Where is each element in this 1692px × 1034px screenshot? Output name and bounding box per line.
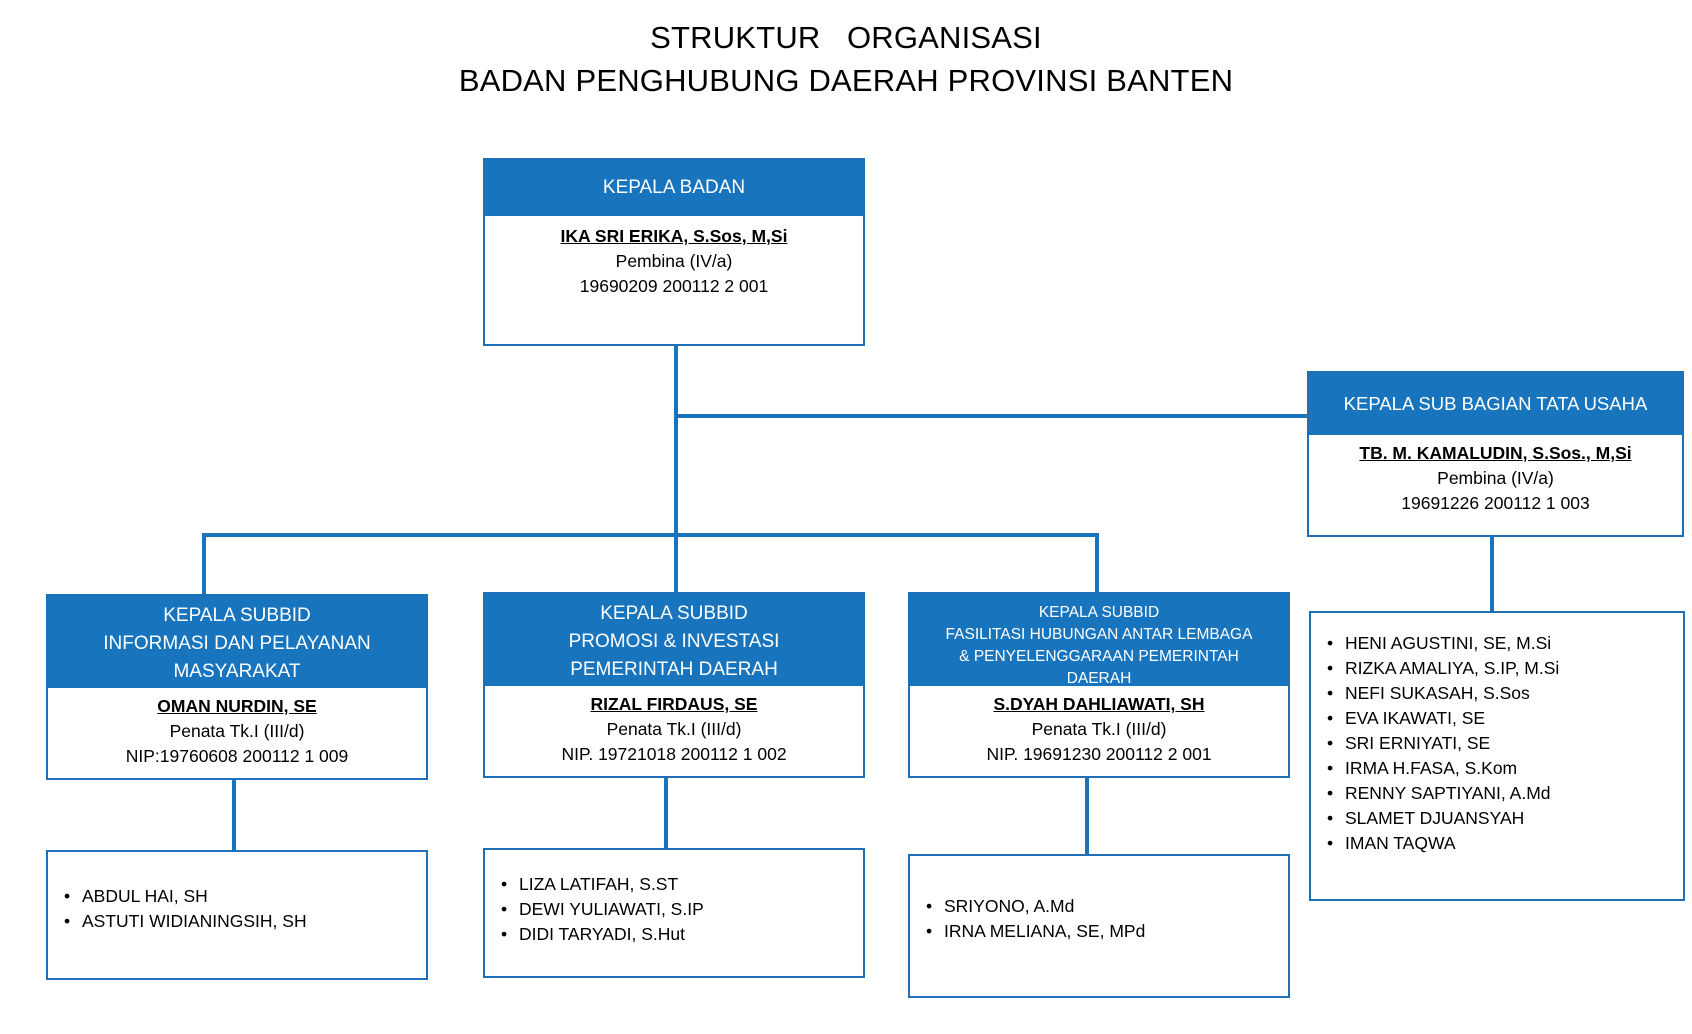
connector-drop-subbid-promosi (674, 533, 678, 597)
staff-box-fasilitasi[interactable]: SRIYONO, A.MdIRNA MELIANA, SE, MPd (908, 854, 1290, 998)
node-kepala-badan-nip: 19690209 200112 2 001 (579, 276, 769, 296)
staff-list-item: RIZKA AMALIYA, S.IP, M.Si (1311, 656, 1683, 681)
staff-list-item: IRNA MELIANA, SE, MPd (910, 919, 1288, 944)
staff-list-item: RENNY SAPTIYANI, A.Md (1311, 781, 1683, 806)
node-tata-usaha-rank: Pembina (IV/a) (1437, 468, 1554, 488)
connector-promosi-to-staff (664, 778, 668, 850)
node-subbid-promosi-investasi[interactable]: KEPALA SUBBID PROMOSI & INVESTASI PEMERI… (483, 592, 865, 778)
staff-list-item: ABDUL HAI, SH (48, 884, 426, 909)
staff-box-promosi[interactable]: LIZA LATIFAH, S.STDEWI YULIAWATI, S.IPDI… (483, 848, 865, 978)
node-tata-usaha-body: TB. M. KAMALUDIN, S.Sos., M,Si Pembina (… (1309, 435, 1682, 526)
node-tata-usaha-nip: 19691226 200112 1 003 (1401, 493, 1590, 513)
node-subbid-fasilitasi-rank: Penata Tk.I (III/d) (1031, 719, 1167, 739)
node-tata-usaha-name: TB. M. KAMALUDIN, S.Sos., M,Si (1359, 443, 1632, 463)
node-subbid-informasi-name: OMAN NURDIN, SE (157, 696, 317, 716)
node-kepala-badan-body: IKA SRI ERIKA, S.Sos, M,Si Pembina (IV/a… (485, 216, 863, 309)
staff-list-item: DIDI TARYADI, S.Hut (485, 922, 863, 947)
staff-list-tata-usaha: HENI AGUSTINI, SE, M.SiRIZKA AMALIYA, S.… (1311, 631, 1683, 856)
node-subbid-informasi-nip: NIP:19760608 200112 1 009 (125, 746, 349, 766)
node-subbid-fasilitasi-hubungan[interactable]: KEPALA SUBBID FASILITASI HUBUNGAN ANTAR … (908, 592, 1290, 778)
node-subbid-promosi-nip: NIP. 19721018 200112 1 002 (561, 744, 787, 764)
node-tata-usaha-header: KEPALA SUB BAGIAN TATA USAHA (1309, 373, 1682, 435)
chart-title: STRUKTUR ORGANISASI BADAN PENGHUBUNG DAE… (0, 16, 1692, 102)
staff-list-item: LIZA LATIFAH, S.ST (485, 872, 863, 897)
staff-box-tata-usaha[interactable]: HENI AGUSTINI, SE, M.SiRIZKA AMALIYA, S.… (1309, 611, 1685, 901)
connector-kepala-badan-to-subbid-bus (674, 414, 678, 537)
staff-list-informasi: ABDUL HAI, SHASTUTI WIDIANINGSIH, SH (48, 884, 426, 934)
staff-list-promosi: LIZA LATIFAH, S.STDEWI YULIAWATI, S.IPDI… (485, 872, 863, 947)
staff-list-item: IRMA H.FASA, S.Kom (1311, 756, 1683, 781)
title-line-1: STRUKTUR ORGANISASI (650, 20, 1042, 55)
connector-kepala-badan-down (674, 345, 678, 417)
node-kepala-badan[interactable]: KEPALA BADAN IKA SRI ERIKA, S.Sos, M,Si … (483, 158, 865, 346)
staff-list-item: IMAN TAQWA (1311, 831, 1683, 856)
node-subbid-informasi-header: KEPALA SUBBID INFORMASI DAN PELAYANAN MA… (48, 596, 426, 688)
connector-fasilitasi-to-staff (1085, 778, 1089, 856)
node-kepala-badan-header: KEPALA BADAN (485, 160, 863, 216)
node-subbid-fasilitasi-body: S.DYAH DAHLIAWATI, SH Penata Tk.I (III/d… (910, 686, 1288, 777)
node-subbid-fasilitasi-header: KEPALA SUBBID FASILITASI HUBUNGAN ANTAR … (910, 594, 1288, 687)
staff-list-item: DEWI YULIAWATI, S.IP (485, 897, 863, 922)
connector-subbid-bus (202, 533, 1098, 537)
connector-drop-subbid-informasi (202, 533, 206, 597)
connector-informasi-to-staff (232, 780, 236, 852)
staff-list-item: ASTUTI WIDIANINGSIH, SH (48, 909, 426, 934)
staff-list-item: EVA IKAWATI, SE (1311, 706, 1683, 731)
node-subbid-promosi-rank: Penata Tk.I (III/d) (606, 719, 742, 739)
node-subbid-fasilitasi-nip: NIP. 19691230 200112 2 001 (986, 744, 1212, 764)
connector-tata-usaha-to-staff (1490, 535, 1494, 613)
title-line-2: BADAN PENGHUBUNG DAERAH PROVINSI BANTEN (458, 63, 1234, 98)
staff-list-item: HENI AGUSTINI, SE, M.Si (1311, 631, 1683, 656)
node-subbid-promosi-body: RIZAL FIRDAUS, SE Penata Tk.I (III/d) NI… (485, 686, 863, 777)
connector-bus-to-tata-usaha (674, 414, 1310, 418)
node-subbid-promosi-header: KEPALA SUBBID PROMOSI & INVESTASI PEMERI… (485, 594, 863, 686)
staff-list-item: SRIYONO, A.Md (910, 894, 1288, 919)
node-subbid-informasi-body: OMAN NURDIN, SE Penata Tk.I (III/d) NIP:… (48, 688, 426, 779)
staff-list-item: SLAMET DJUANSYAH (1311, 806, 1683, 831)
node-subbid-informasi-rank: Penata Tk.I (III/d) (169, 721, 305, 741)
node-kepala-badan-name: IKA SRI ERIKA, S.Sos, M,Si (560, 226, 788, 246)
node-subbid-promosi-name: RIZAL FIRDAUS, SE (590, 694, 758, 714)
node-subbid-fasilitasi-name: S.DYAH DAHLIAWATI, SH (993, 694, 1205, 714)
node-kepala-sub-bagian-tata-usaha[interactable]: KEPALA SUB BAGIAN TATA USAHA TB. M. KAMA… (1307, 371, 1684, 537)
staff-list-fasilitasi: SRIYONO, A.MdIRNA MELIANA, SE, MPd (910, 894, 1288, 944)
connector-drop-subbid-fasilitasi (1095, 533, 1099, 597)
node-kepala-badan-rank: Pembina (IV/a) (615, 251, 733, 271)
staff-box-informasi[interactable]: ABDUL HAI, SHASTUTI WIDIANINGSIH, SH (46, 850, 428, 980)
staff-list-item: SRI ERNIYATI, SE (1311, 731, 1683, 756)
node-subbid-informasi-pelayanan[interactable]: KEPALA SUBBID INFORMASI DAN PELAYANAN MA… (46, 594, 428, 780)
staff-list-item: NEFI SUKASAH, S.Sos (1311, 681, 1683, 706)
